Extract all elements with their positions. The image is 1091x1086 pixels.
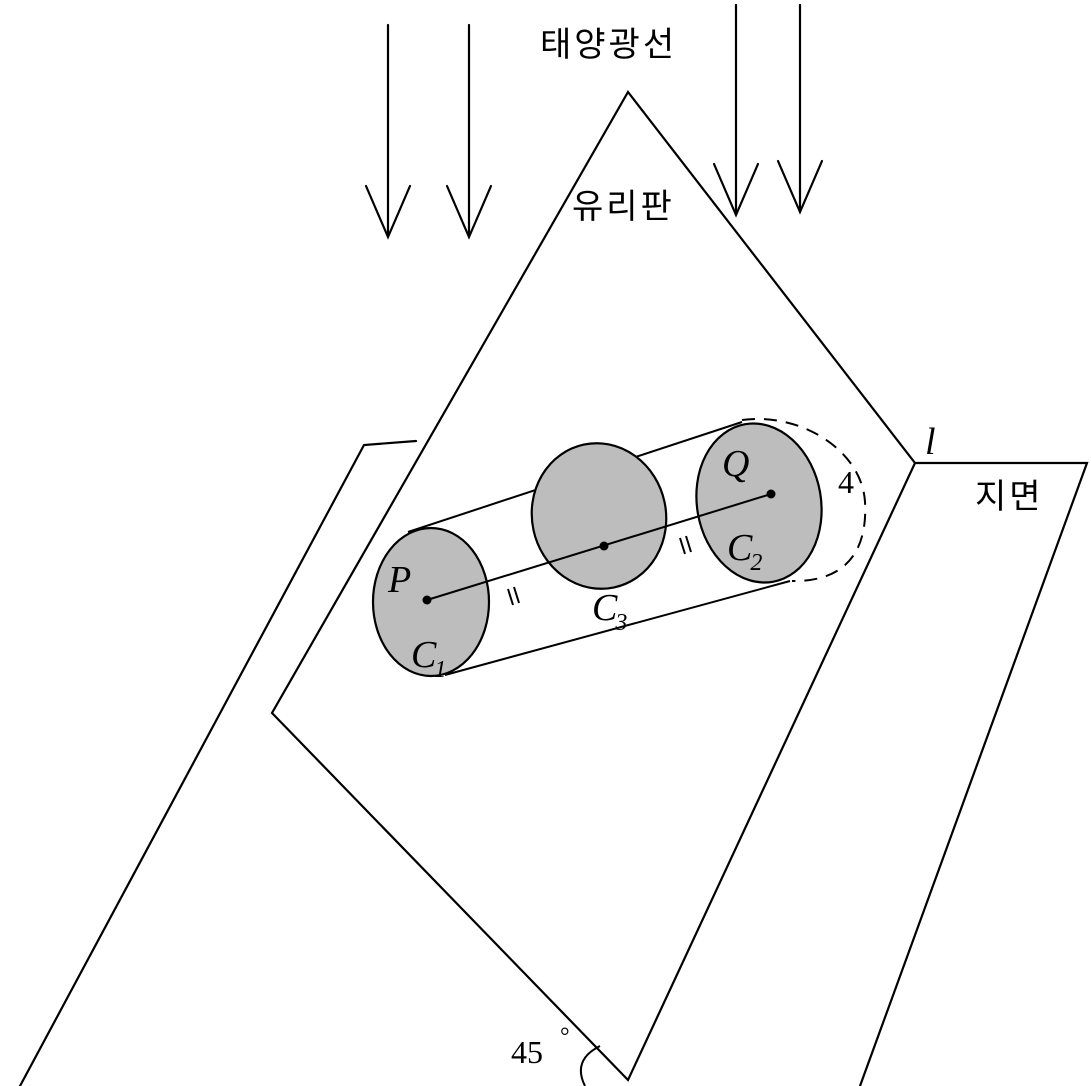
ground-plane (18, 439, 1089, 1086)
cylinder-bottom-edge (444, 580, 791, 676)
label-c1: C1 (411, 634, 446, 683)
sun-ray-3 (712, 3, 760, 218)
label-point-q: Q (722, 443, 749, 485)
label-c3: C3 (592, 587, 627, 636)
equal-tick-left (507, 586, 520, 606)
point-p-dot (422, 595, 432, 605)
glass-plate (270, 90, 917, 1082)
point-c3-dot (599, 541, 609, 551)
angle-arc (580, 1045, 601, 1086)
label-line-l: l (925, 421, 936, 463)
label-sunlight: 태양광선 (540, 25, 677, 65)
disk-c2 (695, 422, 823, 584)
equal-tick-right (679, 535, 692, 555)
label-ground: 지면 (975, 477, 1044, 517)
shadow-dashed-arc (741, 417, 867, 583)
disk-c3 (530, 442, 668, 590)
label-c2: C2 (727, 527, 762, 576)
sun-ray-2 (445, 23, 493, 240)
point-q-dot (766, 489, 776, 499)
label-degree: ° (560, 1024, 570, 1050)
label-point-p: P (387, 559, 411, 601)
axis-segment-pq (426, 493, 772, 601)
label-glass-plate: 유리판 (572, 187, 675, 227)
label-angle-45: 45 (511, 1034, 543, 1070)
sun-rays (364, 3, 824, 240)
sun-ray-4 (776, 3, 824, 215)
sun-ray-1 (364, 23, 412, 240)
label-radius-4: 4 (838, 464, 854, 500)
